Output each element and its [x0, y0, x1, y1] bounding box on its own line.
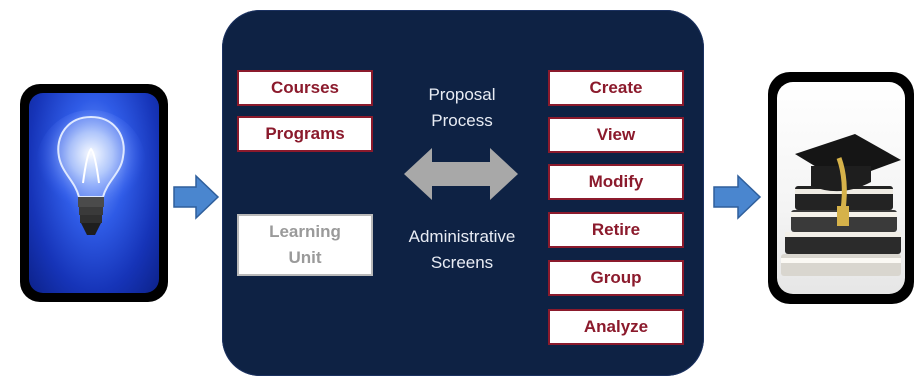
administrative-screens-label: Administrative Screens — [384, 224, 540, 276]
learning-unit-line1: Learning — [269, 222, 341, 241]
education-panel — [768, 72, 914, 304]
double-arrow-icon — [404, 148, 518, 200]
group-box: Group — [548, 260, 684, 296]
modify-box: Modify — [548, 164, 684, 200]
light-bulb-icon — [29, 93, 159, 293]
create-box: Create — [548, 70, 684, 106]
administrative-line: Administrative — [408, 227, 516, 246]
programs-box: Programs — [237, 116, 373, 152]
idea-panel — [20, 84, 168, 302]
courses-box: Courses — [237, 70, 373, 106]
learning-unit-line2: Unit — [288, 248, 322, 267]
analyze-box: Analyze — [548, 309, 684, 345]
retire-box: Retire — [548, 212, 684, 248]
graduation-cap-books-icon — [777, 82, 905, 294]
learning-unit-box: Learning Unit — [237, 214, 373, 276]
process-line: Process — [431, 111, 493, 130]
proposal-line: Proposal — [428, 85, 496, 104]
proposal-process-label: Proposal Process — [392, 82, 532, 134]
screens-line: Screens — [430, 253, 494, 272]
right-arrow-icon — [173, 174, 220, 220]
view-box: View — [548, 117, 684, 153]
right-arrow-icon — [713, 174, 762, 220]
